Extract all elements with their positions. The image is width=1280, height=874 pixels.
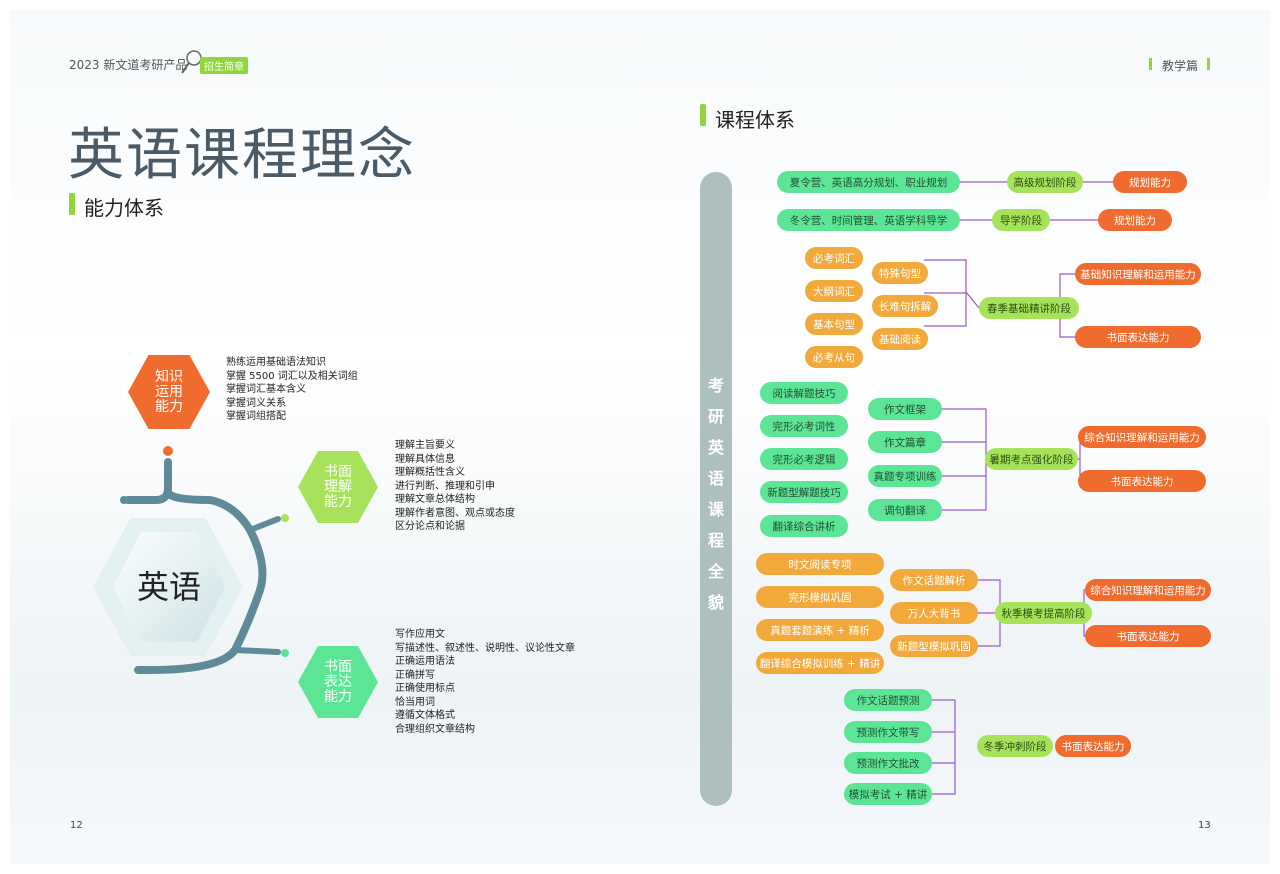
ability-pill: 基础知识理解和运用能力 xyxy=(1075,263,1201,285)
course-pill: 完形模拟巩固 xyxy=(756,586,884,608)
course-pill: 调句翻译 xyxy=(868,499,942,521)
course-pill: 完形必考逻辑 xyxy=(760,448,848,470)
course-pill: 夏令营、英语高分规划、职业规划 xyxy=(777,171,960,193)
ability-pill: 书面表达能力 xyxy=(1055,735,1131,757)
course-pill: 基本句型 xyxy=(805,313,863,335)
stage-pill: 冬季冲刺阶段 xyxy=(977,735,1053,757)
header-tag: 招生简章 xyxy=(200,57,248,74)
list-item: 写描述性、叙述性、说明性、议论性文章 xyxy=(395,642,575,654)
list-item: 理解具体信息 xyxy=(395,453,455,465)
list-item: 进行判断、推理和引申 xyxy=(395,480,495,492)
list-item: 写作应用文 xyxy=(395,629,445,640)
list-item: 理解作者意图、观点或态度 xyxy=(395,507,515,519)
stage-pill: 导学阶段 xyxy=(992,209,1050,231)
stage-pill: 秋季模考提高阶段 xyxy=(995,602,1092,624)
section-bar xyxy=(700,104,706,126)
course-pill: 长难句拆解 xyxy=(872,295,938,317)
ability-pill: 综合知识理解和运用能力 xyxy=(1078,426,1206,448)
course-pill: 基础阅读 xyxy=(872,328,928,350)
course-pill: 模拟考试 + 精讲 xyxy=(844,783,932,805)
course-pill: 特殊句型 xyxy=(872,262,928,284)
list-item: 熟练运用基础语法知识 xyxy=(226,357,326,368)
course-pill: 新题型模拟巩固 xyxy=(890,635,978,657)
ability-pill: 书面表达能力 xyxy=(1085,625,1211,647)
course-pill: 预测作文带写 xyxy=(844,721,932,743)
section-title: 课程体系 xyxy=(715,108,795,132)
page-number: 13 xyxy=(1198,820,1211,831)
vertical-title: 考研英语课程全貌 xyxy=(707,376,724,612)
page-number: 12 xyxy=(70,820,83,831)
course-pill: 真题套题演练 + 精析 xyxy=(756,619,884,641)
course-pill: 预测作文批改 xyxy=(844,752,932,774)
list-item: 理解文章总体结构 xyxy=(395,494,475,505)
list-item: 掌握 5500 词汇以及相关词组 xyxy=(226,370,358,382)
list-item: 正确拼写 xyxy=(395,669,435,681)
course-pill: 大纲词汇 xyxy=(805,280,863,302)
list-item: 正确运用语法 xyxy=(395,656,455,667)
ability-connectors xyxy=(120,446,289,674)
header-bar-left xyxy=(1149,58,1152,70)
course-pill: 必考词汇 xyxy=(805,247,863,269)
course-pill: 作文话题解析 xyxy=(890,569,978,591)
list-item: 掌握词组搭配 xyxy=(226,411,286,422)
stage-pill: 暑期考点强化阶段 xyxy=(985,448,1078,470)
list-item: 掌握词汇基本含义 xyxy=(226,384,306,395)
left-page: 2023 新文道考研产品 招生简章 英语课程理念 能力体系 英语 知识 运用 能… xyxy=(10,10,640,864)
course-pill: 真题专项训练 xyxy=(868,465,942,487)
ability-hex-knowledge: 知识 运用 能力 xyxy=(128,355,210,429)
list-item: 区分论点和论据 xyxy=(395,521,465,532)
course-pill: 新题型解题技巧 xyxy=(760,481,848,503)
course-pill: 必考从句 xyxy=(805,346,863,368)
ability-pill: 规划能力 xyxy=(1098,209,1172,231)
stage-pill: 高级规划阶段 xyxy=(1007,171,1083,193)
ability-list-knowledge: 熟练运用基础语法知识 掌握 5500 词汇以及相关词组 掌握词汇基本含义 掌握词… xyxy=(226,356,358,424)
course-pill: 翻译综合讲析 xyxy=(760,515,848,537)
section-title: 能力体系 xyxy=(84,196,164,220)
ability-hex-reading: 书面 理解 能力 xyxy=(298,451,378,523)
list-item: 理解主旨要义 xyxy=(395,440,455,451)
course-pill: 冬令营、时间管理、英语学科导学 xyxy=(777,209,960,231)
ability-pill: 书面表达能力 xyxy=(1075,326,1201,348)
course-pill: 完形必考词性 xyxy=(760,415,848,437)
list-item: 遵循文体格式 xyxy=(395,710,455,721)
vertical-banner xyxy=(700,172,732,806)
section-bar xyxy=(69,193,75,215)
course-pill: 翻译综合模拟训练 + 精讲 xyxy=(756,652,884,674)
ability-pill: 综合知识理解和运用能力 xyxy=(1085,579,1211,601)
course-pill: 作文框架 xyxy=(868,398,942,420)
list-item: 合理组织文章结构 xyxy=(395,723,475,735)
course-pill: 阅读解题技巧 xyxy=(760,382,848,404)
ability-list-writing: 写作应用文 写描述性、叙述性、说明性、议论性文章 正确运用语法 正确拼写 正确使… xyxy=(395,628,575,736)
list-item: 正确使用标点 xyxy=(395,683,455,694)
course-pill: 时文阅读专项 xyxy=(756,553,884,575)
ability-list-reading: 理解主旨要义 理解具体信息 理解概括性含义 进行判断、推理和引申 理解文章总体结… xyxy=(395,439,515,534)
header-text: 2023 新文道考研产品 xyxy=(69,58,188,72)
course-pill: 万人大背书 xyxy=(890,602,978,624)
list-item: 掌握词义关系 xyxy=(226,397,286,409)
course-pill: 作文篇章 xyxy=(868,431,942,453)
header-bar-right xyxy=(1207,58,1210,70)
list-item: 理解概括性含义 xyxy=(395,467,465,478)
ability-pill: 规划能力 xyxy=(1113,171,1187,193)
ability-pill: 书面表达能力 xyxy=(1078,470,1206,492)
page-title: 英语课程理念 xyxy=(68,123,416,188)
ability-hex-writing: 书面 表达 能力 xyxy=(298,646,378,718)
right-page: 教学篇 课程体系 考研英语课程全貌 xyxy=(640,10,1270,864)
stage-pill: 春季基础精讲阶段 xyxy=(979,297,1079,319)
header-text: 教学篇 xyxy=(1162,59,1199,73)
course-pill: 作文话题预测 xyxy=(844,689,932,711)
list-item: 恰当用词 xyxy=(395,696,435,708)
